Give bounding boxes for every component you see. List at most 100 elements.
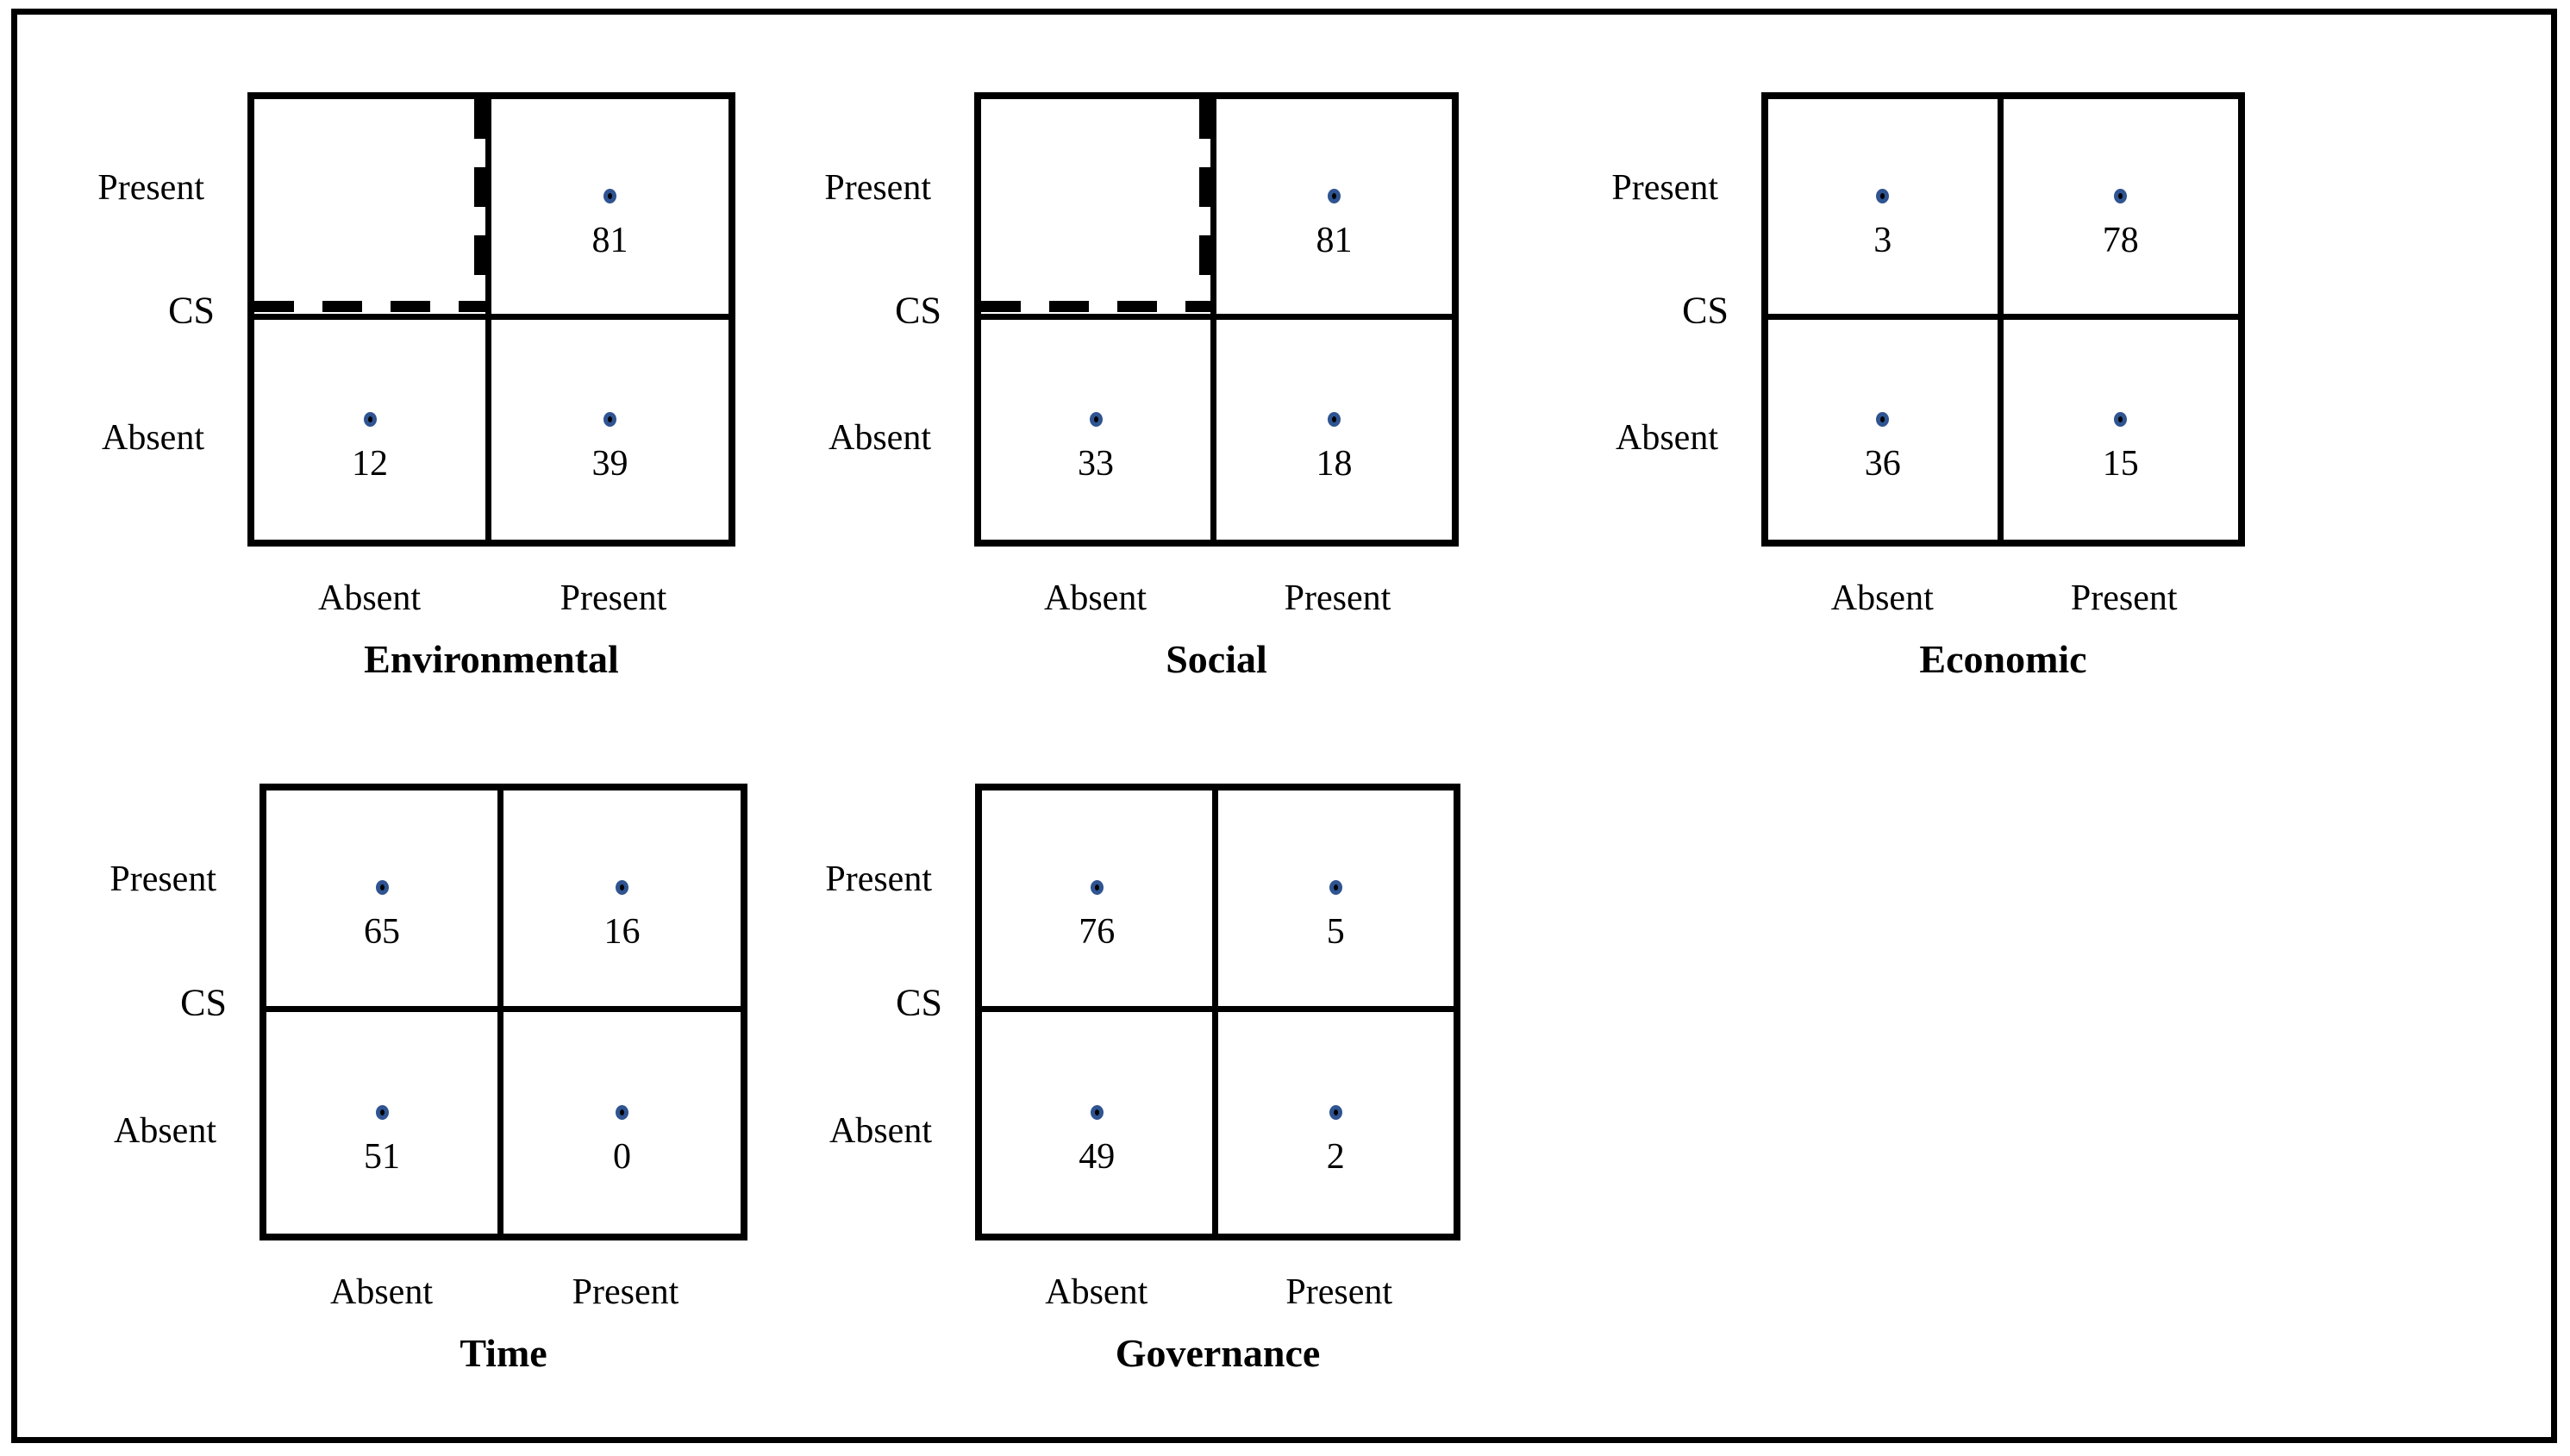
data-point-dot	[1329, 880, 1342, 896]
x-tick-present: Present	[1284, 578, 1391, 618]
quadrant-bottom-left: 51	[266, 1012, 503, 1234]
x-tick-present: Present	[1285, 1272, 1393, 1312]
x-tick-absent: Absent	[318, 578, 421, 618]
data-point-dot	[1090, 1104, 1104, 1120]
dashed-horizontal-guide	[981, 300, 1210, 312]
y-tick-present: Present	[824, 167, 931, 208]
quadrant-count: 33	[1078, 443, 1114, 484]
y-axis-title: CS	[180, 981, 227, 1024]
y-axis-title: CS	[896, 981, 942, 1024]
quadrant-bottom-left: 49	[982, 1012, 1218, 1234]
quadrant-top-right: 5	[1217, 790, 1454, 1012]
quadrant-count: 78	[2102, 220, 2139, 260]
data-point-dot	[1876, 411, 1890, 427]
quadrant-count: 16	[603, 912, 641, 953]
quadrant-bottom-right: 18	[1216, 320, 1452, 541]
quadrant-count: 51	[364, 1136, 400, 1177]
data-point-dot	[363, 411, 377, 427]
quadrant-count: 76	[1079, 912, 1116, 953]
quadrant-grid: 76 5 49 2	[975, 784, 1460, 1240]
quadrant-count: 15	[2102, 443, 2139, 484]
dashed-horizontal-guide	[254, 300, 485, 312]
data-point-dot	[1876, 188, 1890, 203]
quadrant-grid: 81 33 18	[974, 92, 1459, 547]
panel-economic: Present CS Absent 3 78 36 15 Absent Pres…	[1611, 92, 2245, 681]
data-point-dot	[616, 1104, 628, 1120]
quadrant-bottom-right: 0	[503, 1012, 741, 1234]
data-point-dot	[375, 1104, 389, 1120]
y-tick-absent: Absent	[102, 417, 204, 458]
quadrant-bottom-left: 36	[1768, 319, 2004, 540]
panel-environmental: Present CS Absent 81 12 39 Absent Presen…	[97, 92, 735, 681]
quadrant-top-right: 16	[503, 790, 741, 1012]
quadrant-count: 65	[364, 912, 400, 953]
quadrant-count: 18	[1316, 443, 1353, 484]
quadrant-count: 36	[1864, 443, 1901, 484]
quadrant-count: 2	[1326, 1136, 1345, 1177]
quadrant-count: 0	[613, 1136, 631, 1177]
quadrant-bottom-right: 15	[2004, 320, 2239, 541]
panel-social: Present CS Absent 81 33 18 Absent Presen…	[824, 92, 1459, 681]
y-tick-absent: Absent	[1616, 417, 1718, 458]
data-point-dot	[603, 188, 616, 203]
quadrant-bottom-left: 33	[981, 319, 1216, 540]
quadrant-top-left: 65	[266, 790, 503, 1012]
y-tick-present: Present	[97, 167, 204, 208]
panel-title: Economic	[1919, 637, 2087, 681]
y-axis-title: CS	[168, 289, 215, 332]
dashed-vertical-guide	[1199, 99, 1210, 279]
quadrant-count: 81	[1316, 220, 1353, 260]
y-tick-present: Present	[825, 859, 932, 900]
data-point-dot	[1328, 411, 1341, 427]
data-point-dot	[1329, 1104, 1342, 1120]
x-tick-absent: Absent	[1045, 1272, 1148, 1312]
quadrant-top-left: 76	[982, 790, 1218, 1012]
data-point-dot	[603, 411, 616, 427]
quadrant-top-left	[981, 99, 1216, 320]
quadrant-grid: 3 78 36 15	[1761, 92, 2245, 547]
quadrant-count: 3	[1873, 220, 1892, 260]
quadrant-count: 5	[1326, 912, 1345, 953]
data-point-dot	[1089, 411, 1103, 427]
quadrant-bottom-right: 2	[1218, 1012, 1454, 1234]
y-tick-absent: Absent	[829, 1110, 932, 1151]
y-tick-absent: Absent	[114, 1110, 216, 1151]
quadrant-top-right: 78	[2003, 99, 2238, 320]
y-axis-title: CS	[895, 289, 941, 332]
quadrant-top-right: 81	[491, 99, 728, 320]
quadrant-top-left	[254, 99, 491, 320]
panel-governance: Present CS Absent 76 5 49 2 Absent Prese…	[825, 784, 1460, 1375]
quadrant-grid: 81 12 39	[247, 92, 735, 547]
quadrant-count: 12	[352, 443, 388, 484]
quadrant-count: 81	[591, 220, 628, 260]
dashed-vertical-guide	[474, 99, 485, 279]
data-point-dot	[375, 880, 389, 896]
figure-border	[11, 9, 2557, 1443]
panel-title: Governance	[1115, 1331, 1321, 1375]
data-point-dot	[2114, 411, 2128, 427]
panel-title: Social	[1166, 637, 1267, 681]
x-tick-absent: Absent	[330, 1272, 433, 1312]
panel-title: Time	[460, 1331, 547, 1375]
y-axis-title: CS	[1682, 289, 1729, 332]
x-tick-present: Present	[2070, 578, 2178, 618]
data-point-dot	[1090, 880, 1104, 896]
panel-time: Present CS Absent 65 16 51 0 Absent Pres…	[109, 784, 747, 1375]
data-point-dot	[1328, 188, 1341, 203]
quadrant-bottom-left: 12	[254, 319, 491, 540]
data-point-dot	[2114, 188, 2128, 203]
quadrant-top-left: 3	[1768, 99, 2004, 320]
quadrant-top-right: 81	[1216, 99, 1452, 320]
data-point-dot	[616, 880, 628, 896]
y-tick-present: Present	[1611, 167, 1718, 208]
panel-title: Environmental	[364, 637, 619, 681]
x-tick-absent: Absent	[1044, 578, 1147, 618]
quadrant-grid: 65 16 51 0	[260, 784, 747, 1240]
quadrant-bottom-right: 39	[491, 320, 728, 541]
x-tick-present: Present	[560, 578, 667, 618]
quadrant-count: 49	[1079, 1136, 1116, 1177]
x-tick-absent: Absent	[1830, 578, 1934, 618]
y-tick-present: Present	[109, 859, 216, 900]
quadrant-count: 39	[591, 443, 628, 484]
